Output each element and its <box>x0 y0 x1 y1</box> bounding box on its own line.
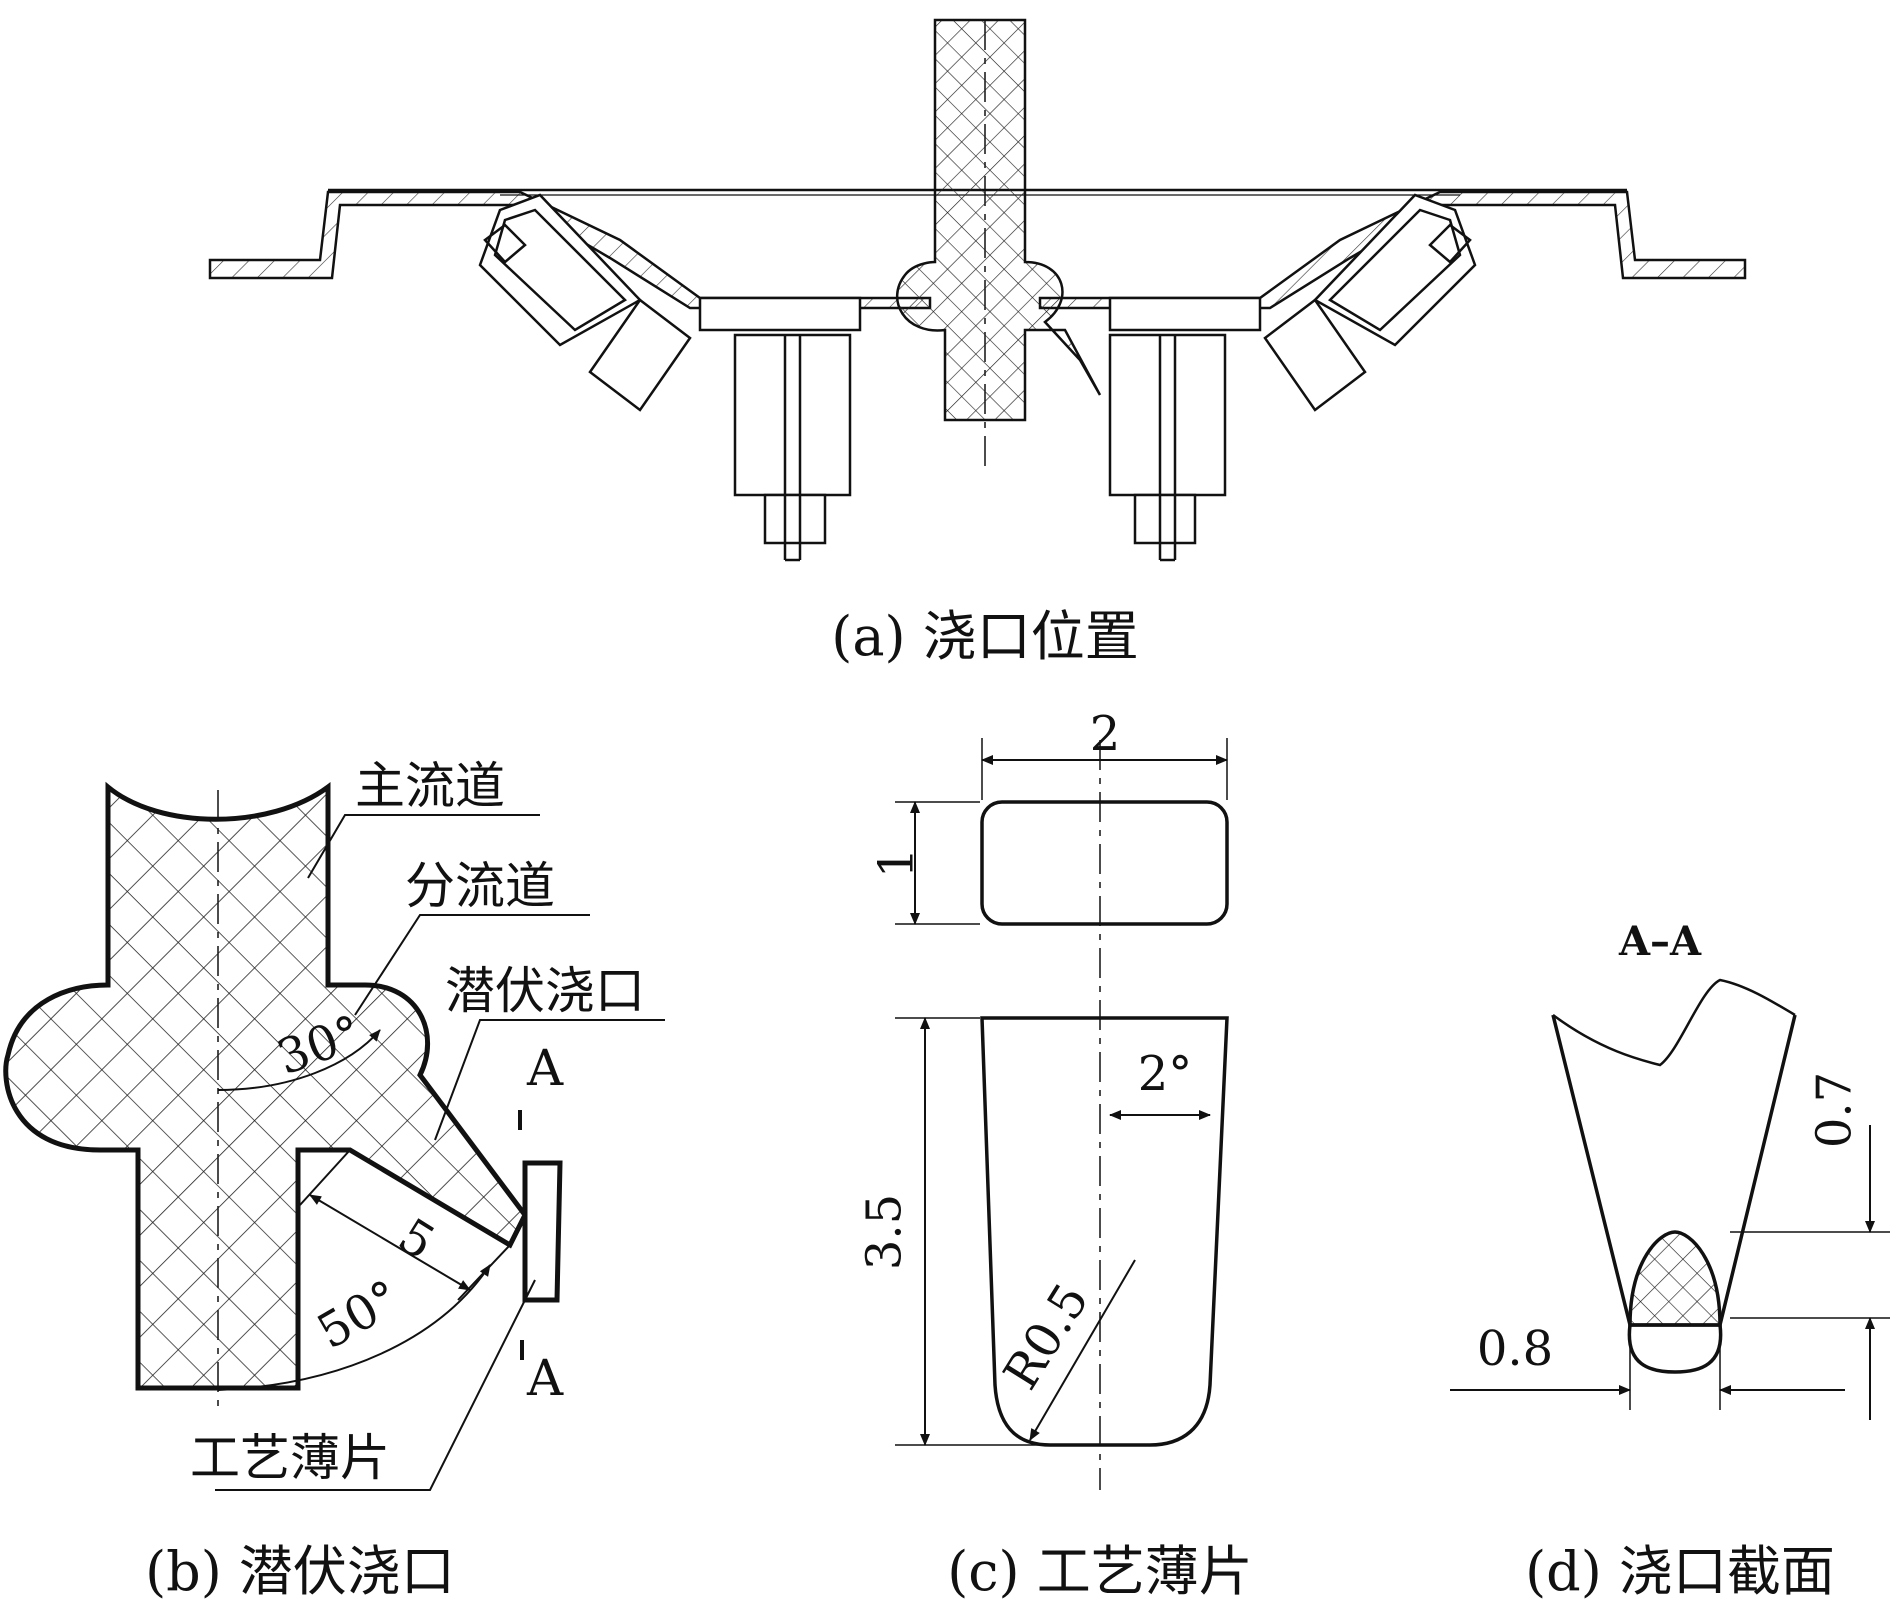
section-mark-bottom: A <box>526 1349 564 1407</box>
caption-c: (c) 工艺薄片 <box>947 1540 1253 1603</box>
gate-section-hatched <box>1628 1230 1722 1327</box>
label-branch-runner: 分流道 <box>405 857 555 915</box>
leader-process-sheet <box>215 1279 536 1491</box>
arc-30 <box>217 1029 381 1091</box>
label-submarine-gate: 潜伏浇口 <box>445 962 645 1020</box>
ext-line-5b <box>457 1244 511 1301</box>
label-length-5: 5 <box>389 1208 445 1272</box>
label-process-sheet: 工艺薄片 <box>190 1429 390 1487</box>
sheet-side-view <box>980 1016 1229 1447</box>
right-floor <box>1108 296 1262 332</box>
label-width: 2 <box>1090 706 1121 762</box>
leader-submarine-gate <box>434 1019 665 1141</box>
dim-line-5 <box>309 1194 471 1291</box>
gate-v-profile <box>1551 1014 1797 1326</box>
label-depth: 0.7 <box>1807 1072 1863 1148</box>
left-pin-housing <box>733 333 852 562</box>
gate-section-bottom <box>1627 1324 1723 1374</box>
panel-c-process-sheet <box>895 738 1229 1490</box>
process-sheet-shape <box>522 1160 563 1303</box>
leader-branch-runner <box>354 914 590 1016</box>
right-boss <box>1263 193 1477 412</box>
right-pin-housing <box>1108 333 1227 562</box>
sprue-runner <box>895 18 1102 422</box>
leader-radius <box>1029 1259 1136 1441</box>
ext-line-5a <box>299 1149 351 1206</box>
sheet-top-view <box>980 800 1229 926</box>
section-mark-top: A <box>526 1039 564 1097</box>
caption-b: (b) 潜伏浇口 <box>145 1540 455 1603</box>
arc-50 <box>217 1264 491 1391</box>
label-radius: R0.5 <box>993 1274 1100 1399</box>
panel-a-gate-position <box>208 18 1747 562</box>
gate-break-line <box>1552 978 1796 1067</box>
caption-a: (a) 浇口位置 <box>831 605 1139 668</box>
label-height-bottom: 3.5 <box>857 1194 913 1270</box>
left-boss <box>478 193 692 412</box>
panel-b-submarine-gate: A A 主流道 分流道 潜伏浇口 工艺薄片 30° 50° 5 <box>3 757 665 1491</box>
label-taper: 2° <box>1138 1046 1193 1102</box>
label-width-d: 0.8 <box>1477 1321 1553 1377</box>
leader-main-runner <box>307 814 540 879</box>
label-main-runner: 主流道 <box>355 757 505 815</box>
label-height-top: 1 <box>869 848 925 879</box>
caption-d: (d) 浇口截面 <box>1525 1540 1835 1603</box>
label-section-title: A–A <box>1618 918 1702 965</box>
panel-d-gate-section <box>1450 978 1890 1420</box>
left-floor <box>698 296 862 332</box>
